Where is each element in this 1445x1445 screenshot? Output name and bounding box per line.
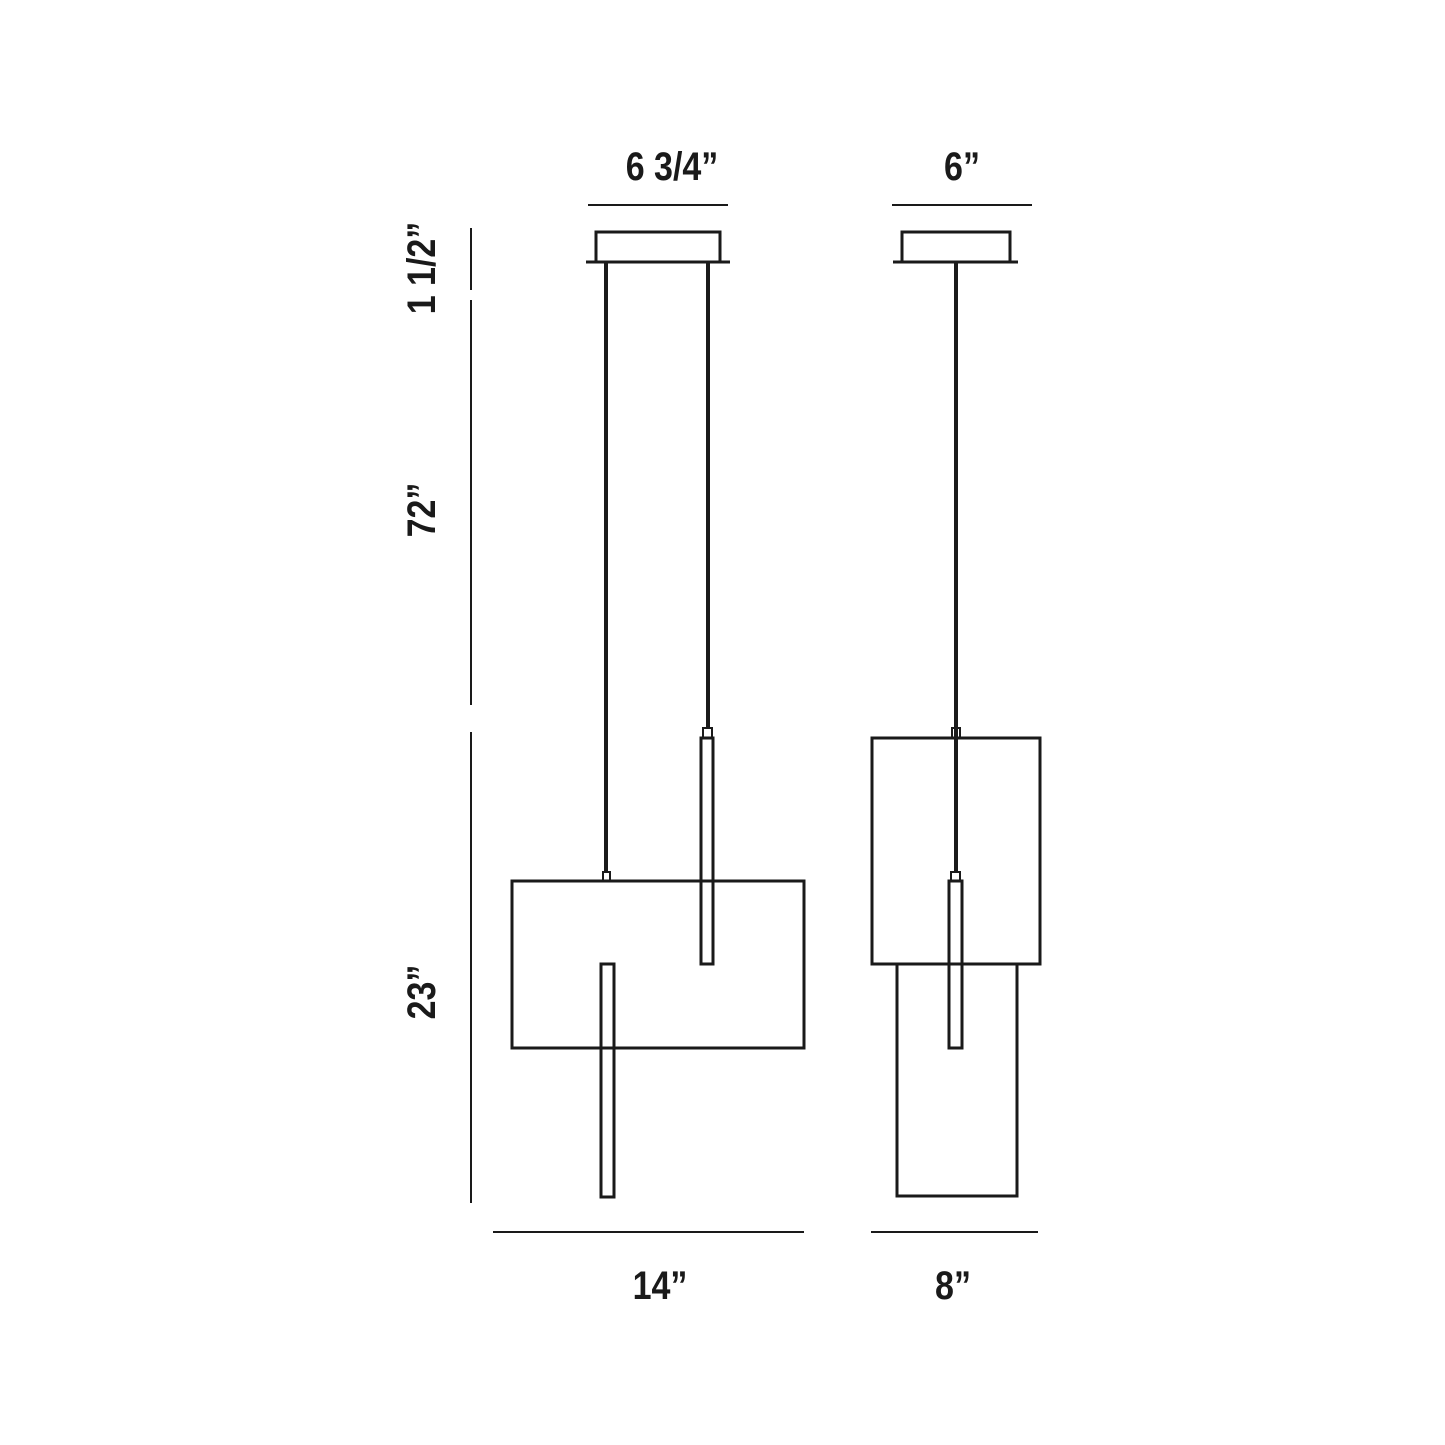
side-canopy-width-label: 6” [944,143,980,188]
front-canopy-width-label: 6 3/4” [626,143,719,188]
canopy-height-label: 1 1/2” [398,222,443,315]
front-view: 6 3/4” 14” [493,143,806,1308]
light-rod [947,879,964,1050]
shade-panel [510,879,806,1050]
light-rod-upper [699,736,715,966]
cord-length-label: 72” [398,483,443,538]
cord-connector [951,727,961,739]
height-dimensions: 1 1/2” 72” 23” [398,222,472,1203]
side-view: 6” 8” [870,143,1042,1308]
side-overall-width-label: 8” [935,1262,971,1307]
light-rod-lower [599,962,616,1199]
shade-lower [895,962,1019,1198]
canopy [594,230,722,264]
front-overall-width-label: 14” [633,1262,688,1307]
fixture-height-label: 23” [398,965,443,1020]
canopy [900,230,1012,264]
